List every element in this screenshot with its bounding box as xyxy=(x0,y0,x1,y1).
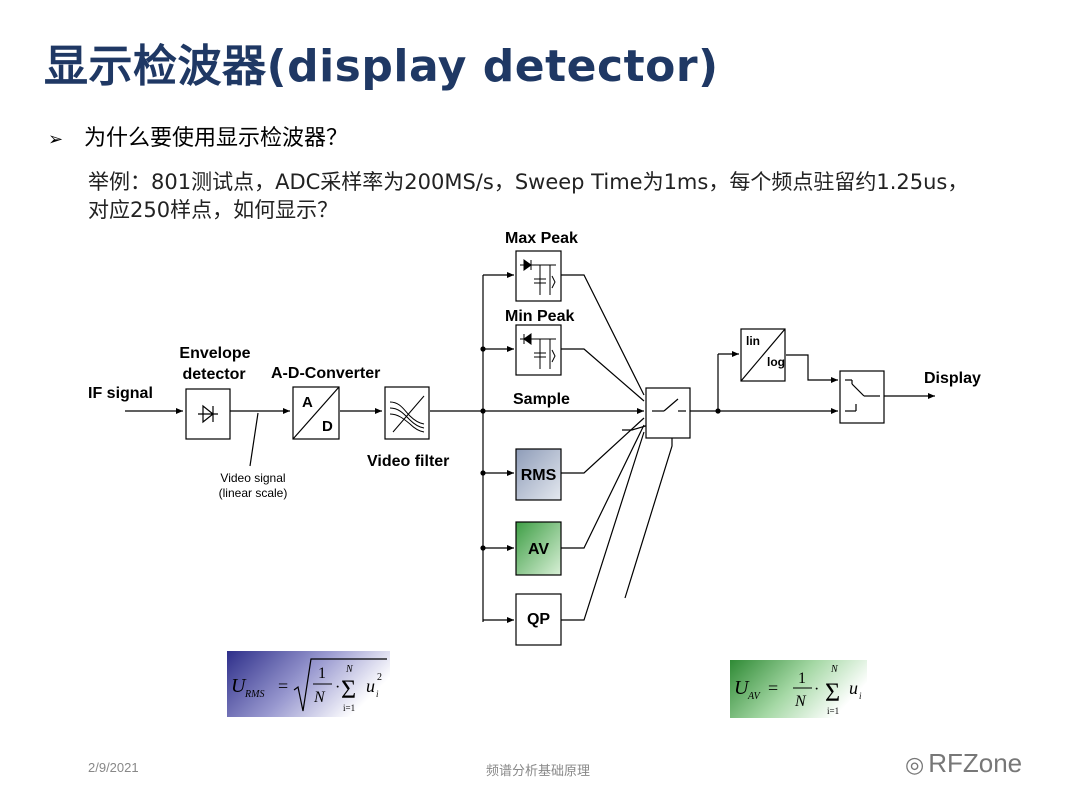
max-peak-detector-block xyxy=(515,250,562,302)
rms-formula-sum-bot: i=1 xyxy=(343,703,355,713)
adc-block: A D xyxy=(292,386,340,440)
envelope-label-1: Envelope xyxy=(179,345,250,362)
adc-a-label: A xyxy=(302,394,313,411)
max-peak-label: Max Peak xyxy=(505,230,578,247)
example-line-2: 对应250样点，如何显示？ xyxy=(88,198,339,222)
footer-brand: ◎RFZone xyxy=(905,748,1022,779)
bullet-text: 为什么要使用显示检波器？ xyxy=(84,126,349,151)
av-formula: U AV = 1 N · N Σ i=1 u i xyxy=(730,660,867,718)
rms-formula-sub: RMS xyxy=(244,689,264,700)
av-formula-sub: AV xyxy=(747,691,762,702)
example-line-1: 举例：801测试点，ADC采样率为200MS/s，Sweep Time为1ms，… xyxy=(88,170,969,194)
wechat-icon: ◎ xyxy=(905,752,925,777)
lin-log-block: lin log xyxy=(740,328,786,382)
av-formula-sum-bot: i=1 xyxy=(827,706,839,716)
log-label: log xyxy=(767,355,785,369)
sigma-icon: Σ xyxy=(341,675,356,704)
rms-formula: U RMS = 1 N · N Σ i=1 u i 2 xyxy=(227,651,390,717)
rms-formula-term-sup: 2 xyxy=(377,672,382,683)
sample-label: Sample xyxy=(513,391,570,408)
footer-title: 频谱分析基础原理 xyxy=(486,763,591,778)
adc-label: A-D-Converter xyxy=(271,365,380,382)
rms-detector-block: RMS xyxy=(515,448,562,501)
av-formula-den: N xyxy=(794,693,807,710)
av-formula-num: 1 xyxy=(798,670,806,687)
svg-text:·: · xyxy=(335,679,340,696)
av-formula-term-sub: i xyxy=(859,691,862,701)
rms-label: RMS xyxy=(521,467,557,484)
av-sigma-icon: Σ xyxy=(825,678,840,707)
rms-formula-term: u xyxy=(366,676,375,696)
brand-name: RFZone xyxy=(928,748,1023,778)
svg-text:·: · xyxy=(814,681,819,698)
video-signal-label-1: Video signal xyxy=(220,471,285,485)
display-label: Display xyxy=(924,370,981,387)
video-filter-block xyxy=(384,386,430,440)
av-label: AV xyxy=(528,541,549,558)
svg-text:=: = xyxy=(768,678,778,698)
if-signal-label: IF signal xyxy=(88,385,153,402)
av-formula-u: U xyxy=(734,677,750,699)
rms-formula-u: U xyxy=(231,675,247,697)
envelope-detector-block xyxy=(185,388,231,440)
av-detector-block: AV xyxy=(515,521,562,576)
envelope-label-2: detector xyxy=(182,366,245,383)
bullet-question: ➢ 为什么要使用显示检波器？ xyxy=(48,120,348,152)
min-peak-detector-block xyxy=(515,324,562,376)
qp-label: QP xyxy=(527,611,550,628)
footer-date: 2/9/2021 xyxy=(88,760,139,775)
display-switch xyxy=(839,370,885,424)
rms-formula-term-sub: i xyxy=(376,689,379,699)
video-signal-label-2: (linear scale) xyxy=(219,486,288,500)
av-formula-sum-top: N xyxy=(830,664,839,675)
min-peak-label: Min Peak xyxy=(505,308,574,325)
detector-selector-switch xyxy=(645,387,691,439)
svg-text:=: = xyxy=(278,676,288,696)
qp-detector-block: QP xyxy=(515,593,562,646)
page-title: 显示检波器(display detector) xyxy=(44,41,719,92)
example-text: 举例：801测试点，ADC采样率为200MS/s，Sweep Time为1ms，… xyxy=(88,168,1058,224)
lin-label: lin xyxy=(746,334,760,348)
av-formula-term: u xyxy=(849,678,858,698)
rms-formula-num: 1 xyxy=(318,665,326,682)
adc-d-label: D xyxy=(322,418,333,435)
rms-formula-den: N xyxy=(313,689,326,706)
arrow-bullet-icon: ➢ xyxy=(48,129,64,150)
video-filter-label: Video filter xyxy=(367,453,449,470)
rms-formula-sum-top: N xyxy=(345,664,354,675)
